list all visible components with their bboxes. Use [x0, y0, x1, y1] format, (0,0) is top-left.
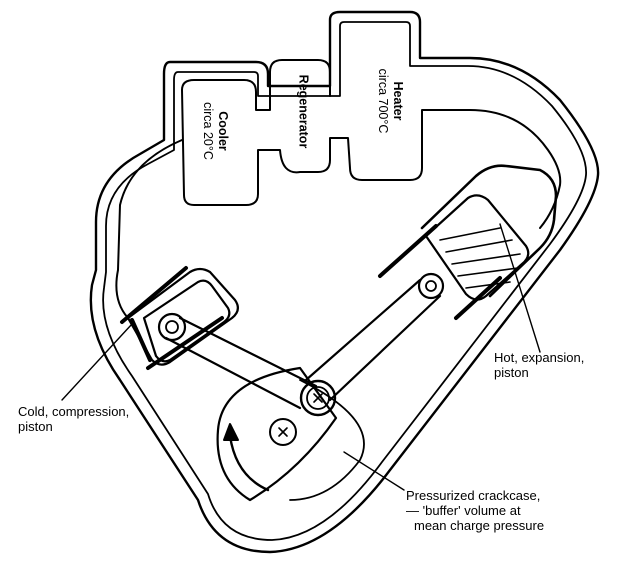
heat-exchanger-block-top: [181, 59, 331, 111]
cold-cylinder: [126, 267, 239, 366]
hot-connecting-rod: [304, 278, 442, 402]
cold-piston-pin-inner: [165, 320, 179, 334]
crankcase-label: Pressurized crackcase, — 'buffer' volume…: [406, 488, 544, 533]
hot-piston-label-line2: piston: [494, 365, 529, 380]
crankshaft-cross: [278, 427, 288, 437]
cold-connecting-rod: [164, 316, 318, 410]
cold-piston-label-line1: Cold, compression,: [18, 404, 130, 419]
heat-exchanger-block: [181, 89, 562, 229]
cold-piston-label-line2: piston: [18, 419, 53, 434]
crankcase-label-line1: Pressurized crackcase,: [406, 488, 541, 503]
cooler-title: Cooler: [216, 111, 230, 151]
cooler-temp: circa 20°C: [201, 102, 215, 160]
hot-piston-leader: [499, 223, 541, 353]
rotation-arrow: [228, 434, 270, 492]
crankcase-label-line3: mean charge pressure: [414, 518, 545, 533]
engine-inner-casing: [102, 21, 587, 541]
engine-outer-casing: [89, 10, 600, 554]
hot-cylinder: [420, 164, 558, 298]
crankcase-label-line2: — 'buffer' volume at: [406, 503, 521, 518]
cold-piston-leader: [61, 323, 133, 401]
crank-pin-inner: [306, 386, 330, 410]
hot-piston-pin-inner: [425, 280, 437, 292]
regenerator-title: Regenerator: [296, 74, 311, 149]
regenerator-label: Regenerator: [296, 57, 311, 167]
cold-cylinder-wall: [120, 266, 224, 370]
cooler-label: Cooler circa 20°C: [200, 76, 230, 186]
cold-piston: [142, 279, 231, 363]
hot-piston: [424, 194, 530, 301]
crankcase-leader: [343, 451, 405, 491]
hot-piston-label-line1: Hot, expansion,: [494, 350, 585, 365]
hot-piston-label: Hot, expansion, piston: [494, 350, 584, 380]
inner-loop-left: [115, 139, 183, 319]
crank-sweep: [289, 379, 365, 501]
heater-title: Heater: [391, 81, 405, 121]
rotation-arrowhead: [223, 423, 239, 441]
heater-temp: circa 700°C: [376, 68, 390, 134]
crankshaft-bearing: [269, 418, 297, 446]
heater-label: Heater circa 700°C: [375, 46, 405, 156]
crank-web: [216, 366, 338, 502]
crank-pin: [299, 379, 337, 417]
hot-piston-pin: [417, 272, 445, 300]
cold-piston-label: Cold, compression, piston: [18, 404, 129, 434]
hot-piston-ribs: [439, 227, 521, 289]
